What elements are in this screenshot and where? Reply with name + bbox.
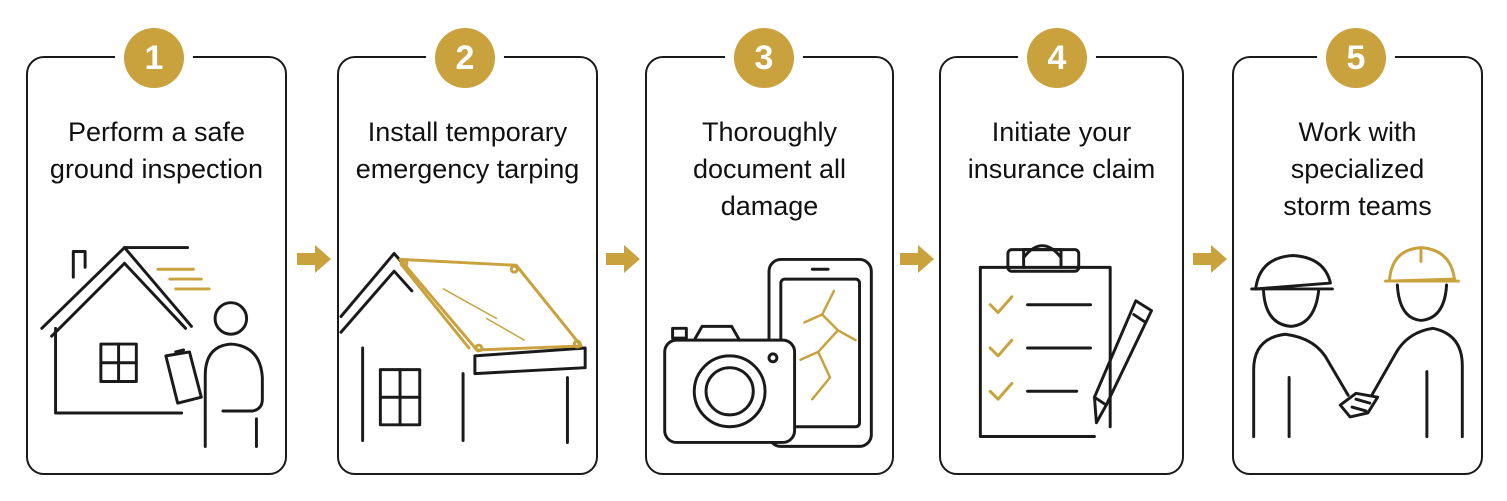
roof-tarp-icon xyxy=(339,251,587,445)
step-5-title-line: storm teams xyxy=(1283,191,1432,221)
arrow-right-icon xyxy=(900,245,934,273)
step-2-number-badge: 2 xyxy=(435,28,495,88)
step-2-title: Install temporary emergency tarping xyxy=(339,114,596,188)
step-3-card: Thoroughly document all damage xyxy=(645,56,894,475)
step-4-number-badge: 4 xyxy=(1027,28,1087,88)
step-5-number-badge: 5 xyxy=(1326,28,1386,88)
arrow-right-icon xyxy=(1193,245,1227,273)
clipboard-checklist-icon xyxy=(978,244,1153,439)
step-3-title: Thoroughly document all damage xyxy=(647,114,892,225)
step-3-title-line: Thoroughly xyxy=(701,117,838,147)
step-1-title-line: ground inspection xyxy=(49,154,264,184)
step-1-title: Perform a safe ground inspection xyxy=(28,114,285,188)
step-4-title-line: Initiate your xyxy=(991,117,1132,147)
step-5-title-line: Work with xyxy=(1298,117,1417,147)
house-inspection-icon xyxy=(40,246,264,448)
step-3-title-line: damage xyxy=(720,191,819,221)
step-4-title: Initiate your insurance claim xyxy=(941,114,1182,188)
step-3-title-line: document all xyxy=(692,154,847,184)
arrow-right-icon xyxy=(606,245,640,273)
step-1-card: Perform a safe ground inspection xyxy=(26,56,287,475)
step-3-number-badge: 3 xyxy=(734,28,794,88)
arrow-right-icon xyxy=(297,245,331,273)
step-4-card: Initiate your insurance claim xyxy=(939,56,1184,475)
step-1-title-line: Perform a safe xyxy=(67,117,246,147)
handshake-workers-icon xyxy=(1250,246,1464,439)
camera-phone-icon xyxy=(663,257,873,448)
step-2-card: Install temporary emergency tarping xyxy=(337,56,598,475)
step-5-title-line: specialized xyxy=(1290,154,1425,184)
step-2-title-line: Install temporary xyxy=(367,117,568,147)
step-1-number-badge: 1 xyxy=(124,28,184,88)
step-5-title: Work with specialized storm teams xyxy=(1234,114,1481,225)
step-4-title-line: insurance claim xyxy=(967,154,1156,184)
step-2-title-line: emergency tarping xyxy=(355,154,580,184)
step-5-card: Work with specialized storm teams xyxy=(1232,56,1483,475)
